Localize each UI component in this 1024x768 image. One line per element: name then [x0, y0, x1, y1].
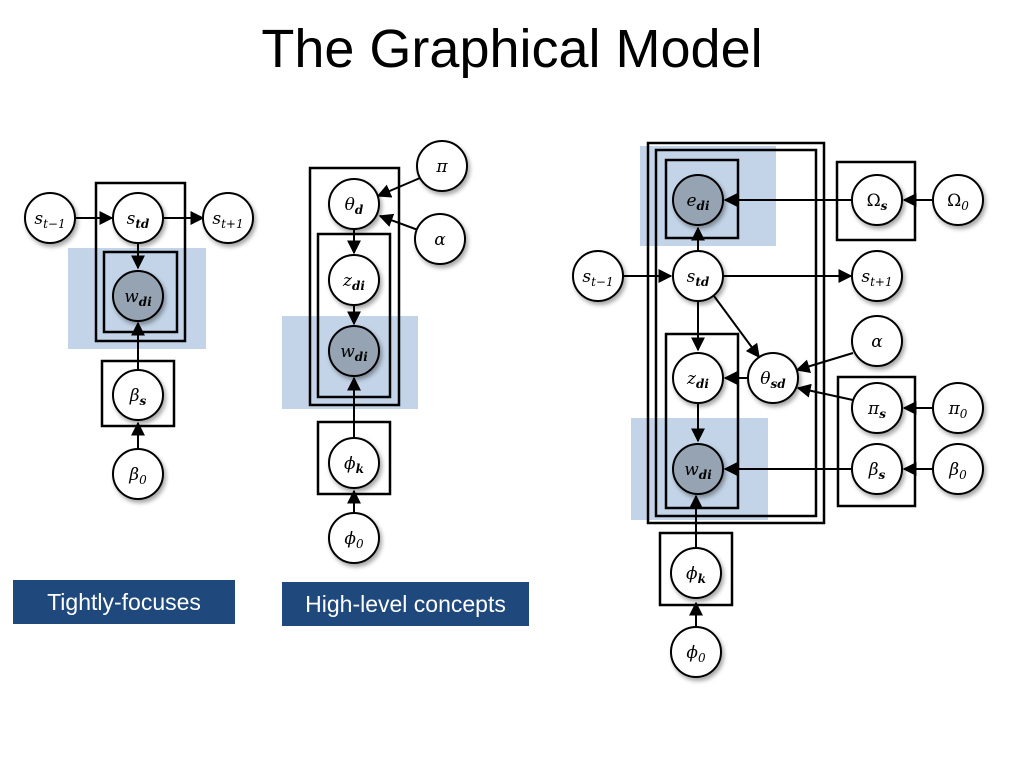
svg-text:ϕk: ϕk	[344, 454, 364, 476]
node-s-td: std	[112, 192, 164, 244]
node-phi-k: ϕk	[328, 437, 380, 489]
plate-right-pi-beta	[836, 375, 917, 508]
plate-right-outer-a	[646, 141, 826, 525]
svg-text:βs: βs	[129, 386, 147, 408]
node-beta-0: β0	[112, 448, 164, 500]
middle-model: π α θd zdi wdi ϕk ϕ0	[308, 140, 468, 564]
svg-text:π: π	[435, 157, 448, 177]
svg-text:β0: β0	[128, 465, 147, 487]
svg-text:std: std	[127, 209, 150, 231]
svg-text:zdi: zdi	[342, 271, 365, 293]
left-model: st−1 std st+1 wdi βs β0	[24, 181, 254, 500]
node-w-di: wdi	[112, 270, 164, 322]
node-z-di: zdi	[328, 254, 380, 306]
svg-text:α: α	[871, 332, 883, 352]
plate-left-outer	[94, 181, 187, 343]
svg-text:st−1: st−1	[34, 209, 65, 231]
plate-right-outer-b	[654, 148, 818, 518]
node-s-td-right: std	[672, 250, 724, 302]
svg-text:πs: πs	[867, 399, 886, 421]
svg-text:wdi: wdi	[124, 287, 152, 309]
svg-text:Ω0: Ω0	[947, 191, 969, 213]
node-omega-s: Ωs	[851, 174, 903, 226]
edge-alpha-thetad	[378, 213, 419, 231]
svg-text:ϕk: ϕk	[686, 564, 706, 586]
node-pi: π	[416, 140, 468, 192]
node-beta-s: βs	[112, 369, 164, 421]
right-model: edi Ωs Ω0 st−1 std st+1 α zdi θsd πs π0 …	[572, 141, 984, 678]
svg-text:ϕ0: ϕ0	[344, 529, 364, 551]
svg-text:θsd: θsd	[760, 369, 786, 391]
node-phi-0-right: ϕ0	[670, 626, 722, 678]
svg-text:βs: βs	[868, 460, 886, 482]
node-w-di-middle: wdi	[328, 325, 380, 377]
node-e-di: edi	[672, 174, 724, 226]
label-high-level-concepts: High-level concepts	[282, 582, 529, 626]
node-z-di-right: zdi	[672, 352, 724, 404]
node-s-next-right: st+1	[851, 250, 903, 302]
node-theta-d: θd	[328, 178, 380, 230]
svg-text:Ωs: Ωs	[867, 191, 888, 213]
node-pi-0: π0	[932, 382, 984, 434]
svg-text:ϕ0: ϕ0	[686, 643, 706, 665]
svg-text:std: std	[687, 267, 710, 289]
svg-text:st+1: st+1	[212, 209, 243, 231]
node-pi-s: πs	[851, 382, 903, 434]
label-tightly-focuses: Tightly-focuses	[13, 580, 235, 624]
svg-text:wdi: wdi	[340, 342, 368, 364]
node-omega-0: Ω0	[932, 174, 984, 226]
slide-title: The Graphical Model	[261, 19, 763, 79]
node-beta-0-right: β0	[932, 443, 984, 495]
svg-text:θd: θd	[345, 195, 364, 217]
node-phi-0: ϕ0	[328, 512, 380, 564]
node-beta-s-right: βs	[851, 443, 903, 495]
svg-text:wdi: wdi	[684, 460, 712, 482]
node-phi-k-right: ϕk	[670, 547, 722, 599]
svg-text:π0: π0	[948, 399, 968, 421]
edge-pis-thetasd	[796, 383, 854, 401]
node-s-prev-right: st−1	[572, 250, 624, 302]
node-alpha-right: α	[851, 315, 903, 367]
svg-text:edi: edi	[686, 191, 709, 213]
svg-text:β0: β0	[948, 460, 967, 482]
svg-text:zdi: zdi	[686, 369, 709, 391]
edge-std-thetasd	[713, 295, 760, 359]
edge-alpha-thetasd	[795, 352, 854, 374]
edge-pi-thetad	[376, 177, 421, 198]
node-alpha: α	[414, 213, 466, 265]
node-theta-sd: θsd	[747, 352, 799, 404]
svg-text:α: α	[434, 230, 446, 250]
node-w-di-right: wdi	[672, 443, 724, 495]
node-s-prev: st−1	[24, 192, 76, 244]
svg-text:st+1: st+1	[861, 267, 892, 289]
node-s-next: st+1	[202, 192, 254, 244]
svg-text:st−1: st−1	[582, 267, 613, 289]
